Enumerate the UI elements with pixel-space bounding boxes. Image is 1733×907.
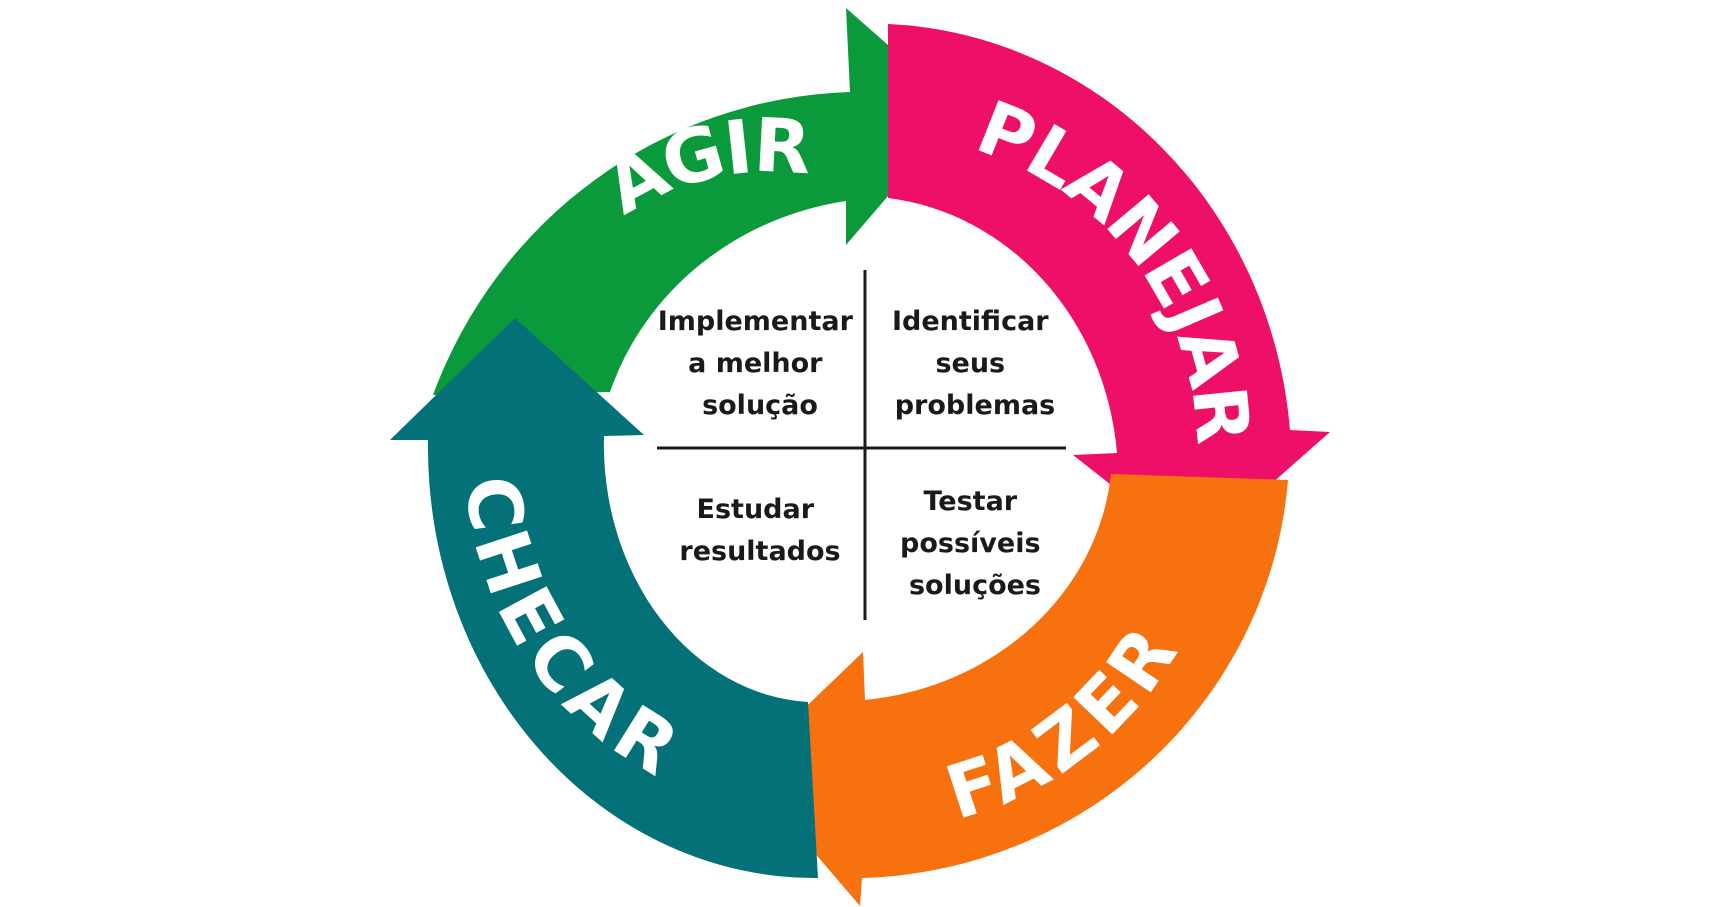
- planejar-arrow: [888, 24, 1330, 551]
- checar-arrow: [390, 318, 818, 879]
- fazer-arrow: [742, 474, 1288, 906]
- center-divider: [657, 270, 1066, 620]
- quadrant-bottom-left: Estudar resultados: [679, 494, 840, 567]
- cycle-arrows: [390, 8, 1330, 906]
- quadrant-top-right: Identificar seus problemas: [892, 306, 1058, 421]
- quadrant-bottom-right: Testar possíveis soluções: [900, 486, 1050, 601]
- center-quadrants: Implementar a melhor solução Identificar…: [658, 306, 1058, 601]
- quadrant-top-left: Implementar a melhor solução: [658, 306, 863, 421]
- agir-arrow: [433, 8, 962, 395]
